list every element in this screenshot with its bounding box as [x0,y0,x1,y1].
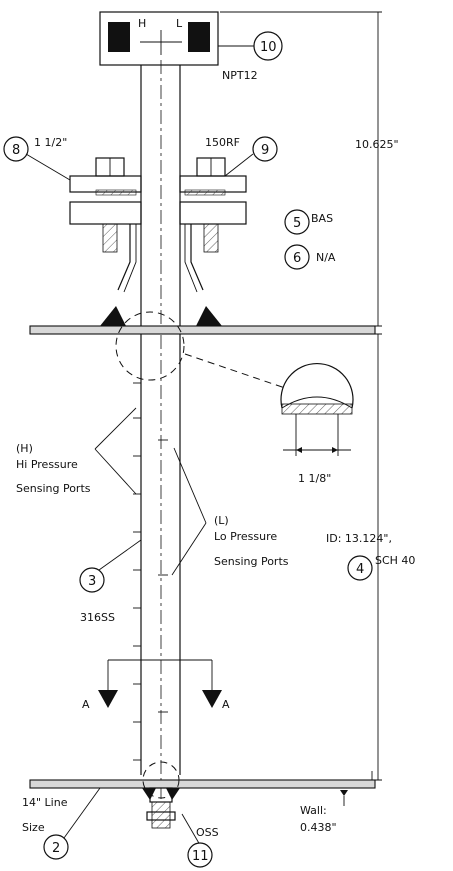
head-label-high: H [138,17,146,30]
svg-text:Hi Pressure: Hi Pressure [16,458,78,471]
material-label: 316SS [80,611,115,624]
lo-port-marks [158,439,168,713]
svg-text:2: 2 [52,841,60,856]
callout-6: 6 [284,244,310,270]
schedule-label: SCH 40 [375,554,415,567]
svg-text:11: 11 [192,849,209,864]
bottom-fitting [142,761,180,829]
pipe-id-label: ID: 13.124", [326,532,392,545]
flange-assembly [69,157,247,326]
npt-label: NPT12 [222,69,258,82]
na-label: N/A [316,251,336,264]
overall-length-label: 10.625" [355,138,399,151]
line-size-label-2: Size [22,821,45,834]
head-label-low: L [176,17,183,30]
detail-dimension-label: 1 1/8" [298,472,331,485]
detail-view: 1 1/8" [115,311,354,485]
wall-label: Wall: [300,804,327,817]
flange-rating-label: 150RF [205,136,240,149]
callout-10: 10 [218,31,283,61]
callout-4: 4 [347,555,373,581]
svg-text:Lo Pressure: Lo Pressure [214,530,277,543]
svg-text:5: 5 [293,216,301,231]
dimension-pipe-id [200,333,382,781]
svg-text:A: A [82,698,90,711]
callout-2: 2 [43,787,101,860]
svg-text:(L): (L) [214,514,229,527]
svg-text:9: 9 [261,143,269,158]
svg-text:Sensing Ports: Sensing Ports [214,555,289,568]
svg-text:3: 3 [88,574,96,589]
pipe-wall-bottom [29,779,376,789]
probe-bar [133,60,181,800]
callout-3: 3 [79,539,142,593]
flange-size-label: 1 1/2" [34,136,67,149]
svg-text:Sensing Ports: Sensing Ports [16,482,91,495]
instrument-head: H L [99,11,219,66]
hi-ports-annotation: (H) Hi Pressure Sensing Ports [16,407,137,495]
oss-label: OSS [196,826,219,839]
svg-text:8: 8 [12,143,20,158]
svg-text:4: 4 [356,562,364,577]
svg-text:A: A [222,698,230,711]
wall-value: 0.438" [300,821,337,834]
svg-text:6: 6 [293,251,301,266]
hi-port-marks [133,382,141,761]
pipe-wall-top [29,325,376,335]
lo-ports-annotation: (L) Lo Pressure Sensing Ports [171,447,289,576]
svg-text:(H): (H) [16,442,33,455]
callout-8: 8 [3,136,71,181]
callout-11: 11 [187,842,213,868]
dimension-overall: 10.625" [220,11,399,327]
callout-9: 9 [224,136,278,177]
section-marker-a: A A [82,659,230,711]
bas-label: BAS [311,212,333,225]
line-size-label-1: 14" Line [22,796,68,809]
callout-5: 5 [284,209,310,235]
svg-text:10: 10 [260,40,277,55]
wall-thickness: Wall: 0.438" [300,790,348,834]
